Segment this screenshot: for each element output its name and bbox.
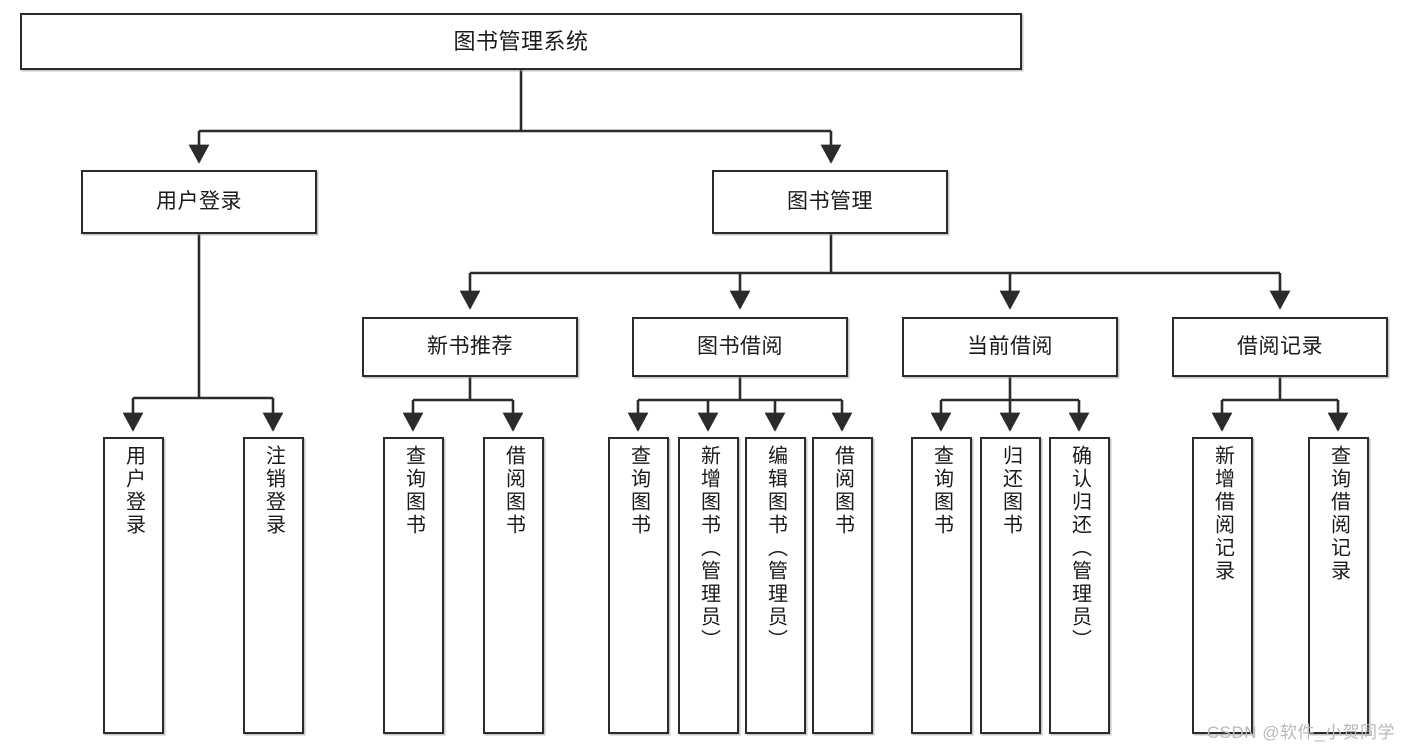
- node-label: 新增图书（管理员）: [697, 445, 720, 652]
- node-leaf-query-book-borrow[interactable]: 查询图书: [608, 437, 669, 734]
- node-leaf-logout[interactable]: 注销登录: [243, 437, 304, 734]
- node-label: 新增借阅记录: [1211, 445, 1234, 583]
- node-label: 编辑图书（管理员）: [764, 445, 787, 652]
- node-leaf-borrow-book-recommend[interactable]: 借阅图书: [483, 437, 544, 734]
- node-borrow-record[interactable]: 借阅记录: [1172, 317, 1388, 377]
- node-label: 归还图书: [999, 445, 1022, 537]
- node-label: 新书推荐: [427, 334, 513, 358]
- node-leaf-query-book-current[interactable]: 查询图书: [911, 437, 972, 734]
- node-label: 用户登录: [122, 445, 145, 537]
- watermark: CSDN @软件_小贺同学: [1206, 723, 1395, 742]
- node-label: 当前借阅: [967, 334, 1053, 358]
- node-label: 借阅图书: [831, 445, 854, 537]
- node-label: 确认归还（管理员）: [1068, 445, 1091, 652]
- node-root-book-management-system[interactable]: 图书管理系统: [20, 13, 1022, 70]
- node-user-login[interactable]: 用户登录: [81, 170, 317, 234]
- node-leaf-query-book-recommend[interactable]: 查询图书: [383, 437, 444, 734]
- node-label: 查询图书: [930, 445, 953, 537]
- node-book-management[interactable]: 图书管理: [712, 170, 948, 234]
- node-label: 图书借阅: [697, 334, 783, 358]
- node-leaf-confirm-return-admin[interactable]: 确认归还（管理员）: [1049, 437, 1110, 734]
- node-leaf-user-login[interactable]: 用户登录: [103, 437, 164, 734]
- node-label: 借阅图书: [502, 445, 525, 537]
- node-leaf-edit-book-admin[interactable]: 编辑图书（管理员）: [745, 437, 806, 734]
- node-label: 图书管理: [787, 189, 873, 213]
- node-current-borrow[interactable]: 当前借阅: [902, 317, 1118, 377]
- node-label: 查询借阅记录: [1327, 445, 1350, 583]
- node-label: 注销登录: [262, 445, 285, 537]
- node-label: 图书管理系统: [453, 28, 589, 54]
- node-leaf-add-borrow-record[interactable]: 新增借阅记录: [1192, 437, 1253, 734]
- node-label: 查询图书: [627, 445, 650, 537]
- node-label: 查询图书: [402, 445, 425, 537]
- node-leaf-add-book-admin[interactable]: 新增图书（管理员）: [678, 437, 739, 734]
- node-leaf-return-book[interactable]: 归还图书: [980, 437, 1041, 734]
- node-book-borrow[interactable]: 图书借阅: [632, 317, 848, 377]
- node-new-book-recommend[interactable]: 新书推荐: [362, 317, 578, 377]
- node-label: 用户登录: [156, 189, 242, 213]
- node-leaf-borrow-book[interactable]: 借阅图书: [812, 437, 873, 734]
- node-label: 借阅记录: [1237, 334, 1323, 358]
- node-leaf-query-borrow-record[interactable]: 查询借阅记录: [1308, 437, 1369, 734]
